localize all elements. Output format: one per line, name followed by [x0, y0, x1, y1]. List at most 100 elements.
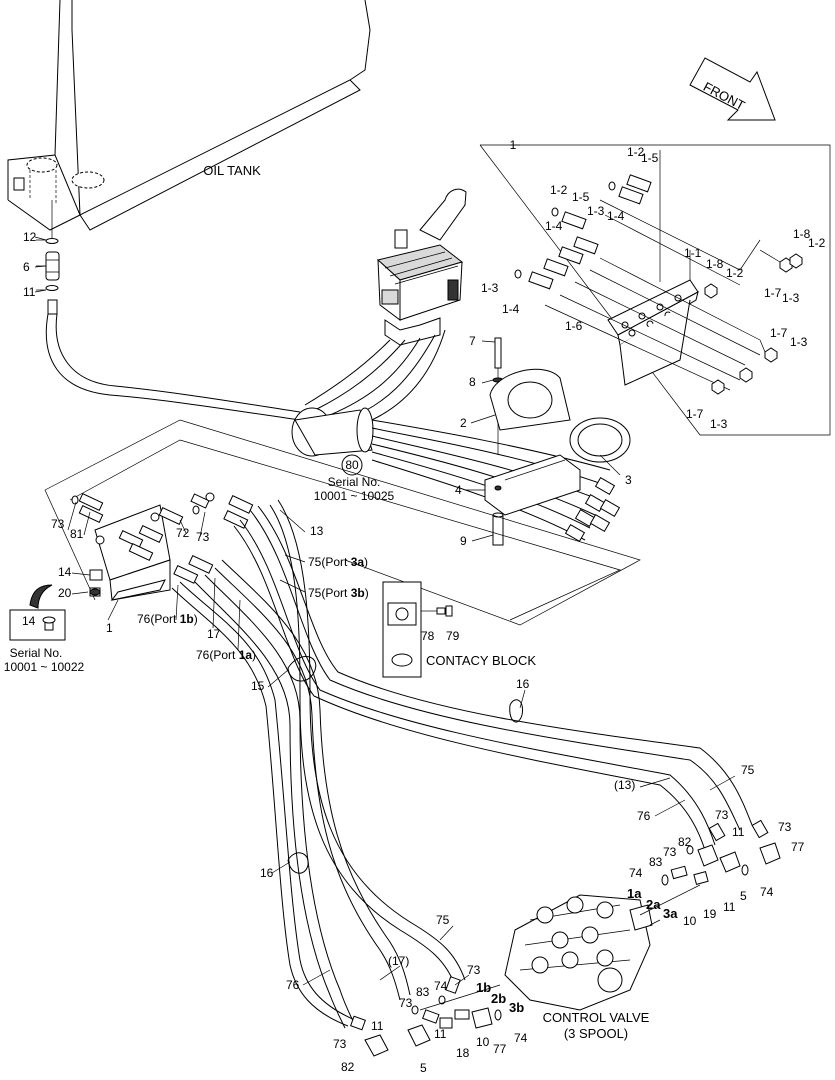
- callout-14b: 14: [22, 614, 36, 628]
- callout-77a: 77: [791, 840, 805, 854]
- callout-1-top: 1: [510, 138, 517, 152]
- callout-2: 2: [460, 416, 467, 430]
- valve-fittings-lower: [350, 976, 502, 1057]
- callout-73a: 73: [51, 517, 65, 531]
- hoses-to-bracket: [371, 419, 611, 541]
- callout-1-4a: 1-4: [607, 209, 625, 223]
- callout-79: 79: [446, 629, 460, 643]
- svg-text:75(Port 3a): 75(Port 3a): [308, 555, 368, 569]
- port-2a: 2a: [646, 897, 661, 912]
- suction-hose: [45, 313, 301, 421]
- callout-1-7b: 1-7: [770, 326, 788, 340]
- callout-75-port-3a: 3a: [351, 555, 365, 569]
- callout-16a: 16: [516, 677, 530, 691]
- callout-7: 7: [469, 334, 476, 348]
- tie-16-upper: [509, 699, 524, 723]
- serial-14-range: 10001 ~ 10022: [4, 660, 85, 674]
- callout-72: 72: [176, 526, 190, 540]
- callout-18: 18: [456, 1046, 470, 1060]
- callout-76-port-1a-end: ): [252, 648, 256, 662]
- callout-75-port-3b: 3b: [351, 586, 365, 600]
- control-valve: [504, 894, 653, 1011]
- callout-1-left: 1: [106, 621, 113, 635]
- callout-1-2a: 1-2: [627, 145, 645, 159]
- callout-11d: 11: [371, 1019, 384, 1033]
- left-frame-lines: [44, 419, 641, 626]
- callout-10a: 10: [683, 914, 697, 928]
- callout-77b: 77: [493, 1042, 507, 1056]
- valve-fittings-right: [639, 819, 781, 916]
- callout-1-1: 1-1: [684, 246, 702, 260]
- callout-82a: 82: [678, 835, 692, 849]
- port-1a: 1a: [627, 886, 642, 901]
- callout-73b: 73: [196, 530, 210, 544]
- pilot-valve-joystick: [376, 188, 467, 346]
- callout-76-port-1b-end: ): [194, 612, 198, 626]
- callout-1-3e: 1-3: [710, 417, 728, 431]
- callout-19: 19: [703, 907, 717, 921]
- callout-1-6: 1-6: [565, 319, 583, 333]
- callout-73e: 73: [663, 845, 677, 859]
- callout-1-5a: 1-5: [641, 151, 659, 165]
- callout-74d: 74: [514, 1031, 528, 1045]
- callout-76b: 76: [286, 978, 300, 992]
- callout-73h: 73: [333, 1037, 347, 1051]
- oil-tank: [7, 0, 371, 240]
- callout-14a: 14: [58, 565, 72, 579]
- callout-74c: 74: [434, 979, 448, 993]
- serial-80-range: 10001 ~ 10025: [314, 489, 395, 503]
- callout-1-7c: 1-7: [686, 407, 704, 421]
- svg-text:75(Port 3b): 75(Port 3b): [308, 586, 369, 600]
- callout-15: 15: [251, 679, 265, 693]
- tie-15: [287, 656, 317, 682]
- callout-16b: 16: [260, 866, 274, 880]
- callout-73f: 73: [467, 963, 481, 977]
- callout-6: 6: [23, 260, 30, 274]
- callout-1-2b: 1-2: [550, 183, 568, 197]
- bracket-assembly: [484, 337, 631, 546]
- left-mounting-plate: [89, 504, 171, 601]
- callout-4: 4: [455, 483, 462, 497]
- callout-9: 9: [460, 534, 467, 548]
- callout-83a: 83: [649, 855, 663, 869]
- callout-80-circle: [341, 454, 363, 476]
- callout-73c: 73: [715, 808, 729, 822]
- callout-1-5b: 1-5: [572, 190, 590, 204]
- callout-1-8a: 1-8: [793, 227, 811, 241]
- callout-17: 17: [207, 627, 221, 641]
- port-3b: 3b: [509, 1000, 524, 1015]
- contact-block-label: CONTACY BLOCK: [426, 653, 536, 668]
- pilot-hose-bundle: [291, 329, 446, 457]
- callout-75-port-3b-num: 75(Port: [308, 586, 351, 600]
- callout-82b: 82: [341, 1060, 355, 1074]
- callout-1-3a: 1-3: [587, 204, 605, 218]
- callout-5a: 5: [740, 889, 747, 903]
- detail-box-1: [479, 144, 831, 436]
- callout-5b: 5: [420, 1061, 427, 1075]
- callout-1-2c: 1-2: [808, 236, 826, 250]
- callout-75-port-3b-end: ): [365, 586, 369, 600]
- callout-1-3d: 1-3: [790, 335, 808, 349]
- left-fittings: [71, 492, 254, 584]
- control-valve-label-2: (3 SPOOL): [564, 1026, 628, 1041]
- callout-11c: 11: [723, 900, 736, 914]
- callout-17p: (17): [388, 954, 409, 968]
- serial-14-box: [9, 584, 66, 641]
- serial-80-title: Serial No.: [328, 475, 381, 489]
- port-2b: 2b: [491, 991, 506, 1006]
- port-1b: 1b: [476, 980, 491, 995]
- callout-1-8b: 1-8: [706, 257, 724, 271]
- callout-11b: 11: [732, 825, 745, 839]
- oil-tank-label: OIL TANK: [203, 163, 261, 178]
- callout-81: 81: [70, 527, 84, 541]
- callout-10b: 10: [476, 1035, 490, 1049]
- serial-14-title: Serial No.: [10, 646, 63, 660]
- callout-76-port-1a: 1a: [239, 648, 253, 662]
- leader-lines: [34, 236, 736, 986]
- callout-1-4c: 1-4: [502, 302, 520, 316]
- callout-75-port-3a-end: ): [364, 555, 368, 569]
- contact-block-panel: [382, 581, 453, 678]
- callout-83b: 83: [416, 985, 430, 999]
- callout-78: 78: [421, 629, 435, 643]
